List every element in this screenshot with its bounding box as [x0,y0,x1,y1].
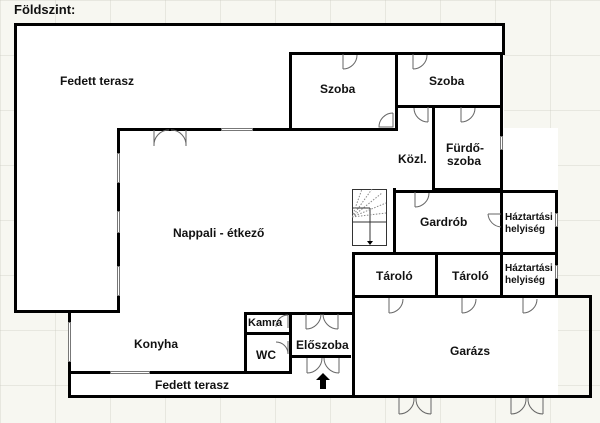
entrance-arrow-icon [316,373,330,389]
room-label-haztartasi-1-line2: helyiség [505,224,546,235]
wall [289,312,292,374]
room-label-eloszoba: Előszoba [296,338,349,352]
room-label-tarolo-1: Tároló [376,269,413,283]
door-haztartasi-2[interactable] [522,298,538,314]
room-label-furdoszoba-1: Fürdő- [446,141,484,155]
room-label-haztartasi-1-line1: Háztartási [505,212,553,223]
wall [500,190,503,298]
door-eloszoba-nappali[interactable] [305,313,339,330]
wall [502,23,505,53]
wall [432,105,435,192]
wall [14,23,17,313]
staircase-icon [352,189,387,246]
door-haztartasi-1[interactable] [487,213,503,229]
room-label-wc: WC [256,348,276,362]
window [500,136,503,150]
room-label-haztartasi-2-line1: Háztartási [505,263,553,274]
wall [555,190,558,298]
wall [68,371,292,374]
window [117,153,120,183]
door-garage-1[interactable] [398,397,432,416]
room-label-furdoszoba-2: szoba [447,154,482,168]
door-tarolo-2[interactable] [461,298,477,314]
wall [398,105,502,108]
room-label-tarolo-2: Tároló [452,269,489,283]
wall [352,252,558,255]
door-kozl-top[interactable] [413,107,429,123]
floor-title: Földszint: [14,2,76,17]
room-label-fedett-terasz-bottom: Fedett terasz [155,378,230,392]
wall [289,355,351,358]
window [68,322,71,362]
wall [244,332,292,335]
room-label-haztartasi-2-line2: helyiség [505,275,546,286]
door-gardrob[interactable] [414,192,430,208]
room-label-fedett-terasz-top: Fedett terasz [60,74,135,88]
room-label-szoba-2: Szoba [429,74,465,88]
room-label-gardrob: Gardrób [420,215,468,229]
door-furdo[interactable] [460,107,476,123]
wall [14,23,505,26]
wall [589,295,592,398]
room-label-kamra: Kamra [248,317,283,329]
door-kamra[interactable] [275,314,289,330]
wall [352,395,592,398]
wall [14,310,120,313]
window [555,265,558,279]
door-wc[interactable] [275,340,289,356]
door-garage-2[interactable] [510,397,544,416]
room-label-szoba-1: Szoba [320,82,356,96]
door-nappali-terrace[interactable] [153,129,187,148]
wall [244,312,354,315]
wall [500,52,503,192]
door-szoba-1[interactable] [378,112,394,128]
wall [68,395,355,398]
window [110,371,150,374]
door-szoba-1-top[interactable] [342,54,358,70]
wall [432,188,503,191]
window [555,213,558,227]
wall [244,312,247,374]
door-main-entrance[interactable] [306,357,340,374]
wall [352,295,592,298]
building-floor [70,128,558,398]
wall [393,190,558,193]
door-tarolo-1[interactable] [388,298,404,314]
room-label-garazs: Garázs [450,344,491,358]
room-label-kozl: Közl. [398,152,427,166]
wall [352,252,355,398]
door-szoba-2[interactable] [412,54,428,70]
room-label-konyha: Konyha [134,337,179,351]
wall [393,188,396,254]
wall [117,128,398,131]
room-label-nappali: Nappali - étkező [173,226,265,240]
window [117,266,120,296]
wall [395,52,398,131]
covered-terrace-bottom-floor [68,372,356,397]
wall [289,52,292,131]
window [117,211,120,233]
wall [435,252,438,298]
window [221,128,253,131]
